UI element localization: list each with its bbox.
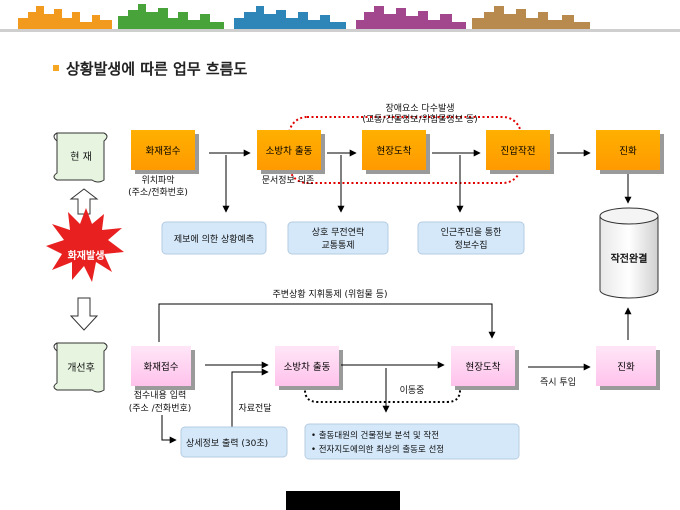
step-label: 소방차 출동 xyxy=(266,145,313,157)
improved-step-arrival: 현장도착 xyxy=(451,346,519,390)
current-step-suppress: 진압작전 xyxy=(486,130,554,174)
page-title: 상황발생에 따른 업무 흐름도 xyxy=(66,60,247,78)
info-text-2: 정보수집 xyxy=(454,239,487,251)
bullet-box: • 출동대원의 건물정보 분석 및 작전 • 전자지도에의한 최상의 출동로 선… xyxy=(304,423,520,460)
transfer-note: 자료전달 xyxy=(238,402,271,414)
info-box-report: 제보에 의한 상황예측 xyxy=(161,221,267,255)
fire-burst-icon: 화재발생 xyxy=(46,208,124,282)
bullet-2: • 전자지도에의한 최상의 출동로 선정 xyxy=(311,444,444,455)
dispatch-note: 문서정보 의존 xyxy=(262,175,315,186)
step-label: 화재접수 xyxy=(144,361,179,373)
moving-path xyxy=(304,368,461,403)
label-current: 현 재 xyxy=(70,151,92,163)
bullet-1: • 출동대원의 건물정보 분석 및 작전 xyxy=(311,430,439,441)
improved-step-extinguish: 진화 xyxy=(596,346,660,390)
step-label: 화재접수 xyxy=(146,145,181,157)
output-text: 상세정보 출력 (30초) xyxy=(186,437,268,449)
step-label: 현장도착 xyxy=(377,146,412,157)
obstacle-note-1: 장애요소 다수발생 xyxy=(385,103,454,114)
title-bullet xyxy=(53,65,59,71)
command-note: 주변상황 지휘통제 (위험물 등) xyxy=(273,289,388,300)
step-label: 소방차 출동 xyxy=(284,361,331,373)
obstacle-note-2: (교통/건물정보/위험물정보 등) xyxy=(362,114,477,125)
done-cylinder: 작전완결 xyxy=(599,207,659,299)
step-label: 현장도착 xyxy=(466,362,501,373)
current-step-extinguish: 진화 xyxy=(596,130,664,174)
scroll-improved: 개선후 xyxy=(53,342,108,393)
current-step-reception: 화재접수 xyxy=(131,130,199,174)
info-text-1: 인근주민을 통한 xyxy=(441,227,502,238)
done-label: 작전완결 xyxy=(611,252,648,265)
improved-step-dispatch: 소방차 출동 xyxy=(275,346,343,390)
reception-note-1: 위치파악 xyxy=(141,174,174,186)
info-box-residents: 인근주민을 통한 정보수집 xyxy=(417,221,525,255)
info-text-1: 상호 무전연락 xyxy=(312,226,365,238)
step-label: 진압작전 xyxy=(501,145,536,157)
fire-label: 화재발생 xyxy=(68,249,105,262)
current-step-dispatch: 소방차 출동 xyxy=(257,130,325,174)
moving-note: 이동중 xyxy=(400,385,425,396)
scroll-current: 현 재 xyxy=(53,132,108,183)
down-arrow-icon xyxy=(69,297,99,331)
info-text: 제보에 의한 상황예측 xyxy=(174,234,254,245)
reception-note-2: (주소/전화번호) xyxy=(128,187,188,198)
current-step-arrival: 현장도착 xyxy=(362,130,430,174)
footer-bar xyxy=(286,491,400,510)
info-box-radio: 상호 무전연락 교통통제 xyxy=(287,221,389,255)
step-label: 진화 xyxy=(619,146,637,157)
reception-note-1: 접수내용 입력 xyxy=(134,389,187,401)
step-label: 진화 xyxy=(617,362,635,373)
info-text-2: 교통통제 xyxy=(321,240,354,251)
skyline-banner xyxy=(0,4,680,32)
deploy-note: 즉시 투입 xyxy=(540,376,576,388)
up-arrow-icon xyxy=(69,188,99,215)
improved-step-reception: 화재접수 xyxy=(131,346,195,390)
label-improved: 개선후 xyxy=(67,362,95,374)
output-box: 상세정보 출력 (30초) xyxy=(180,426,288,458)
reception-note-2: (주소 /전화번호) xyxy=(129,403,192,414)
